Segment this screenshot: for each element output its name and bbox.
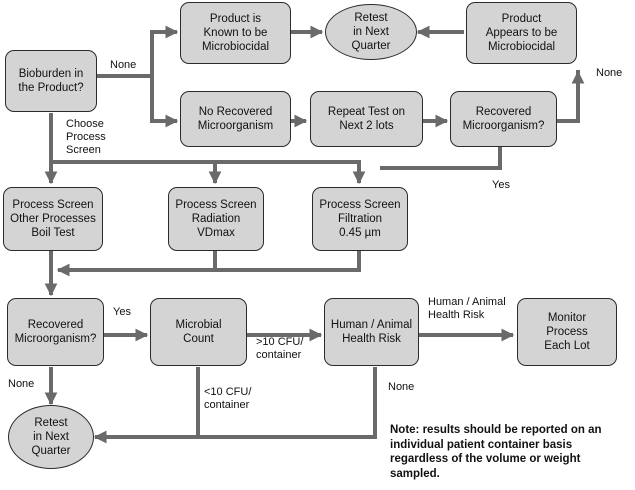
product-known-microbiocidal-node: Product is Known to be Microbiocidal <box>180 2 291 64</box>
repeat-test-node: Repeat Test on Next 2 lots <box>310 91 423 147</box>
arrow-none-to-no-recovered <box>150 76 179 128</box>
edge-label-none-right: None <box>596 67 623 79</box>
recovered-microorganism-bottom-node: Recovered Microorganism? <box>7 298 104 366</box>
process-screen-other-node: Process Screen Other Processes Boil Test <box>3 187 103 251</box>
process-screen-filtration-node: Process Screen Filtration 0.45 µm <box>312 187 408 251</box>
edge-label-choose-process-screen: Choose Process Screen <box>66 118 106 156</box>
arrow-yes-back <box>380 146 502 170</box>
arrow-choose-trunk <box>51 160 366 185</box>
product-appears-microbiocidal-node: Product Appears to be Microbiocidal <box>466 2 577 64</box>
recovered-microorganism-top-node: Recovered Microorganism? <box>450 91 557 147</box>
arrow-count-lt10-to-retest <box>93 367 200 444</box>
edge-label-none-bottom: None <box>388 381 415 393</box>
arrow-filtration-down <box>215 251 361 272</box>
edge-label-lt10-cfu: <10 CFU/ container <box>204 386 252 411</box>
results-note: Note: results should be reported on an i… <box>390 424 602 480</box>
edge-label-health-risk: Human / Animal Health Risk <box>428 296 506 321</box>
bioburden-question-node: Bioburden in the Product? <box>5 50 97 112</box>
arrow-recovered-none-to-appears <box>557 70 580 123</box>
retest-next-quarter-bottom-node: Retest in Next Quarter <box>8 405 94 469</box>
edge-label-none-top: None <box>110 59 137 71</box>
edge-label-yes-mid: Yes <box>113 306 131 318</box>
monitor-process-node: Monitor Process Each Lot <box>517 298 617 366</box>
process-screen-radiation-node: Process Screen Radiation VDmax <box>168 187 264 251</box>
edge-label-yes-right: Yes <box>492 179 510 191</box>
edge-label-none-left: None <box>8 378 35 390</box>
arrow-none-to-product-known <box>97 25 179 78</box>
health-risk-node: Human / Animal Health Risk <box>324 298 419 366</box>
no-recovered-microorganism-node: No Recovered Microorganism <box>180 91 291 147</box>
arrow-health-none-to-retest <box>198 367 377 439</box>
microbial-count-node: Microbial Count <box>150 298 247 366</box>
arrow-radiation-down <box>56 251 217 277</box>
edge-label-gt10-cfu: >10 CFU/ container <box>256 336 304 361</box>
retest-next-quarter-top-node: Retest in Next Quarter <box>325 4 417 60</box>
